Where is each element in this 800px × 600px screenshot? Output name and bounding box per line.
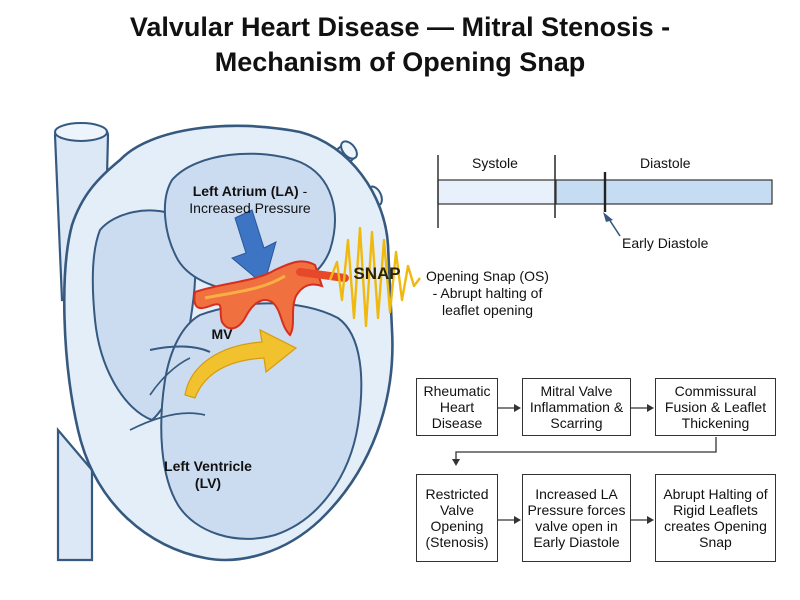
opening-snap-label: Opening Snap (OS) - Abrupt halting of le…	[420, 268, 555, 319]
la-title: Left Atrium (LA) -	[192, 183, 308, 199]
diastole-label: Diastole	[640, 155, 691, 171]
left-ventricle-label: Left Ventricle (LV)	[148, 458, 268, 492]
flow-step-2: Mitral Valve Inflammation & Scarring	[522, 378, 631, 436]
timeline-systole	[437, 179, 557, 205]
os-title: Opening Snap (OS)	[426, 268, 549, 284]
lv-line-1: Left Ventricle	[164, 458, 252, 474]
flow-step-5: Increased LA Pressure forces valve open …	[522, 474, 631, 562]
mv-label: MV	[211, 326, 233, 342]
lv-line-2: (LV)	[194, 475, 222, 491]
inferior-vessel	[56, 427, 94, 562]
snap-waveform-icon	[328, 226, 421, 328]
la-subtitle: Increased Pressure	[189, 200, 311, 216]
snap-label: SNAP	[353, 264, 401, 283]
title-line-2: Mechanism of Opening Snap	[214, 47, 586, 77]
mitral-valve-leaflets	[193, 260, 324, 337]
flow-step-4: Restricted Valve Opening (Stenosis)	[416, 474, 498, 562]
diagram-title: Valvular Heart Disease — Mitral Stenosis…	[0, 10, 800, 80]
flow-arrow-icon	[184, 328, 298, 399]
os-line-2: - Abrupt halting of	[432, 285, 543, 301]
systole-label: Systole	[472, 155, 518, 171]
timeline-diastole	[555, 179, 773, 205]
pressure-arrow-icon	[231, 209, 277, 286]
title-line-1: Valvular Heart Disease — Mitral Stenosis…	[129, 12, 671, 42]
early-diastole-label: Early Diastole	[622, 235, 709, 251]
os-line-3: leaflet opening	[441, 302, 534, 318]
la-title-bold: Left Atrium (LA)	[192, 183, 299, 199]
aorta-opening	[54, 122, 108, 142]
septum	[149, 345, 211, 353]
flow-step-1: Rheumatic Heart Disease	[416, 378, 498, 436]
flow-step-3: Commissural Fusion & Leaflet Thickening	[655, 378, 776, 436]
left-atrium-label: Left Atrium (LA) - Increased Pressure	[160, 183, 340, 217]
flow-step-6: Abrupt Halting of Rigid Leaflets creates…	[655, 474, 776, 562]
